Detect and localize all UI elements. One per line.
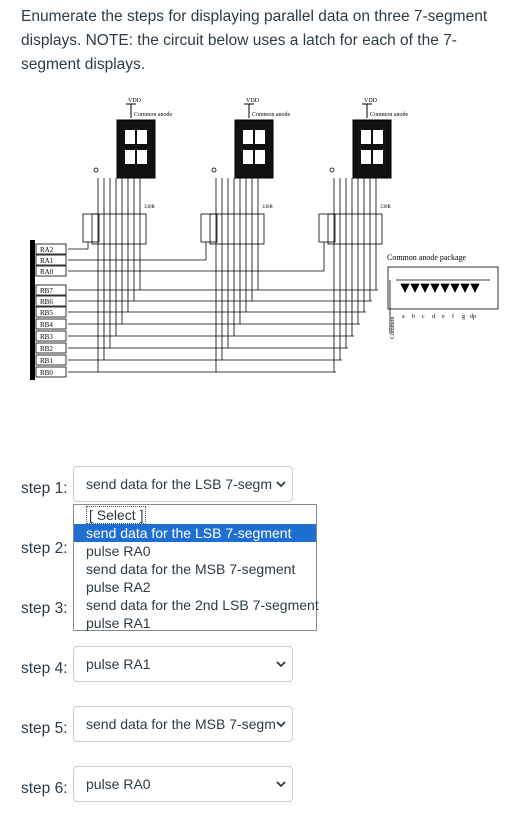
circuit-diagram: VDD Common anode VDD Common anode VDD [28, 94, 503, 414]
step-5-select[interactable]: send data for the MSB 7-segm [73, 706, 293, 742]
vdd-label-1: VDD [128, 98, 142, 104]
step-3-label: step 3: [21, 600, 68, 617]
seven-segment-display-2: VDD Common anode [234, 98, 290, 179]
dropdown-option-pulse-ra2[interactable]: pulse RA2 [86, 579, 151, 595]
step-2-label: step 2: [21, 540, 68, 557]
question-text: Enumerate the steps for displaying paral… [21, 8, 488, 73]
resistor-label-3: 330R [380, 205, 392, 210]
pin-label-ra2: RA2 [40, 246, 54, 254]
data-bus-lines [68, 242, 378, 373]
step-1-select[interactable]: send data for the LSB 7-segm [73, 466, 293, 502]
vdd-label-2: VDD [246, 98, 260, 104]
resistor-label-1: 330R [144, 205, 156, 210]
segment-letter-g: g [462, 314, 465, 320]
step-6-value: pulse RA0 [86, 776, 151, 792]
segment-letter-d: d [432, 314, 435, 320]
pin-label-ra1: RA1 [40, 257, 54, 265]
pin-label-rb3: RB3 [40, 333, 53, 341]
segment-letter-dp: dp [470, 314, 476, 320]
pin-label-rb0: RB0 [40, 369, 53, 377]
step-1-value: send data for the LSB 7-segm [86, 476, 272, 492]
pin-label-rb5: RB5 [40, 309, 53, 317]
common-anode-label-3: Common anode [370, 112, 408, 118]
step-4-select[interactable]: pulse RA1 [73, 646, 293, 682]
segment-letter-c: c [422, 314, 425, 320]
package-common-label: Common [390, 317, 396, 339]
segment-letter-b: b [412, 314, 415, 320]
step-6-label: step 6: [21, 780, 68, 797]
step-5-value: send data for the MSB 7-segm [86, 716, 276, 732]
segment-letter-f: f [452, 313, 454, 320]
pin-label-rb1: RB1 [40, 357, 53, 365]
chevron-down-icon [276, 661, 286, 668]
step-1-dropdown-list[interactable]: [ Select ] send data for the LSB 7-segme… [73, 504, 319, 631]
common-anode-label-2: Common anode [252, 112, 290, 118]
step-4-label: step 4: [21, 660, 68, 677]
vdd-label-3: VDD [364, 98, 378, 104]
dropdown-option-pulse-ra0[interactable]: pulse RA0 [86, 543, 151, 559]
step-5-label: step 5: [21, 720, 68, 737]
dropdown-option-select[interactable]: [ Select ] [74, 506, 316, 524]
common-anode-label-1: Common anode [134, 112, 172, 118]
seven-segment-display-1: VDD Common anode [116, 98, 172, 179]
dropdown-option-lsb[interactable]: send data for the LSB 7-segment [74, 524, 316, 542]
segment-letter-a: a [402, 314, 405, 320]
segment-letter-e: e [442, 314, 445, 320]
latch-circuits: 330R 330R 330R [82, 167, 392, 245]
port-bar [30, 240, 35, 380]
dropdown-option-msb[interactable]: send data for the MSB 7-segment [86, 561, 296, 577]
pin-label-rb2: RB2 [40, 345, 53, 353]
step-4-value: pulse RA1 [86, 656, 151, 672]
package-title: Common anode package [387, 253, 467, 262]
pin-label-rb4: RB4 [40, 321, 53, 329]
step-6-select[interactable]: pulse RA0 [73, 766, 293, 802]
common-anode-package: Common anode package Common a b c d e [387, 253, 499, 339]
dropdown-option-pulse-ra1[interactable]: pulse RA1 [86, 615, 151, 631]
pin-label-ra0: RA0 [40, 268, 54, 276]
pin-label-rb6: RB6 [40, 298, 53, 306]
dropdown-option-2nd-lsb[interactable]: send data for the 2nd LSB 7-segment [86, 597, 319, 613]
port-pin-labels: RA2 RA1 RA0 RB7 RB6 RB5 RB4 RB3 RB2 RB1 … [40, 246, 54, 377]
chevron-down-icon [276, 781, 286, 788]
pin-label-rb7: RB7 [40, 287, 53, 295]
chevron-down-icon [276, 721, 286, 728]
step-1-label: step 1: [21, 480, 68, 497]
resistor-label-2: 330R [262, 205, 274, 210]
seven-segment-display-3: VDD Common anode [352, 98, 408, 179]
chevron-down-icon [276, 481, 286, 488]
